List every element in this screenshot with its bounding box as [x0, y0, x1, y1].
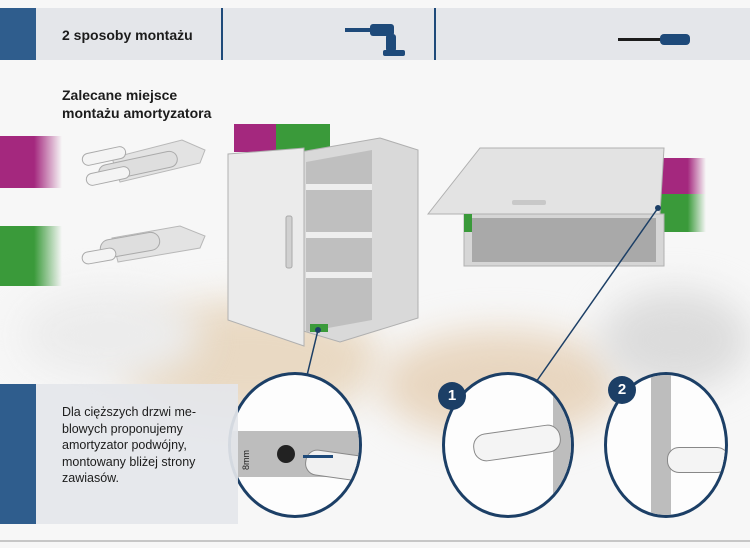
step-badge-2: 2 — [608, 376, 636, 404]
arrow-icon — [303, 455, 333, 458]
magenta-marker — [234, 124, 276, 152]
green-marker — [660, 194, 706, 232]
drill-icon — [345, 24, 405, 56]
note-line: blowych proponujemy — [62, 421, 183, 436]
pointer-line — [535, 207, 659, 383]
cabinet-illustration — [227, 137, 419, 347]
panel-edge — [553, 375, 571, 515]
magenta-marker — [660, 158, 706, 194]
screwdriver-icon — [618, 34, 690, 45]
magenta-swatch — [0, 136, 62, 188]
note-line: Dla cięższych drzwi me- — [62, 405, 197, 419]
header-accent — [0, 8, 36, 60]
background-blur — [20, 290, 200, 380]
intro-line: Zalecane miejsce — [62, 87, 178, 103]
pointer-dot — [655, 205, 661, 211]
green-marker — [276, 124, 330, 152]
note-line: amortyzator podwójny, — [62, 438, 187, 452]
wall-cabinet-illustration — [426, 147, 665, 267]
note-line: montowany bliżej strony — [62, 454, 196, 469]
damper-body — [667, 447, 725, 473]
dimension-label: 8mm — [241, 450, 251, 470]
note-accent — [0, 384, 36, 524]
damper-body — [471, 423, 563, 463]
drill-hole — [277, 445, 295, 463]
single-damper-illustration — [81, 225, 206, 265]
intro-line: montażu amortyzatora — [62, 105, 212, 121]
step-badge-1: 1 — [438, 382, 466, 410]
note-text: Dla cięższych drzwi me- blowych proponuj… — [62, 404, 222, 487]
note-line: zawiasów. — [62, 471, 119, 485]
green-swatch — [0, 226, 62, 286]
detail-circle-drill — [228, 372, 362, 518]
header-divider — [221, 8, 223, 60]
page-title: 2 sposoby montażu — [62, 27, 193, 43]
header-divider — [434, 8, 436, 60]
intro-heading: Zalecane miejsce montażu amortyzatora — [62, 86, 232, 122]
footer-divider — [0, 540, 750, 542]
panel-edge — [651, 375, 671, 515]
note-box — [0, 384, 238, 524]
pointer-dot — [315, 327, 321, 333]
double-damper-illustration — [81, 139, 206, 186]
